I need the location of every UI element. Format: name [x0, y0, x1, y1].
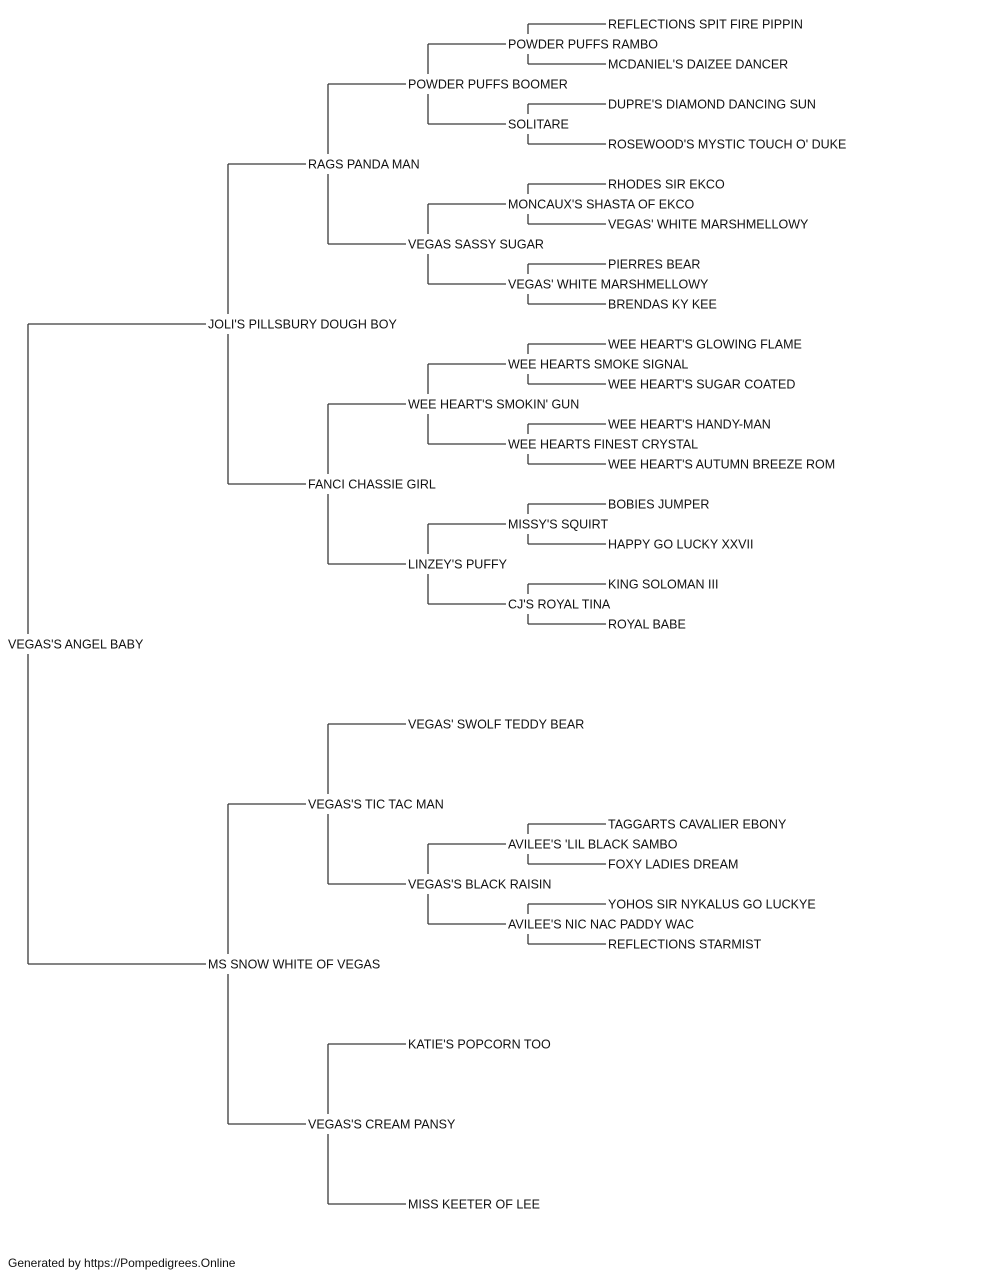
- dog-vegas-swolf-teddy-bear: VEGAS' SWOLF TEDDY BEAR: [408, 718, 584, 732]
- dog-dupre-s-diamond-dancing-sun: DUPRE'S DIAMOND DANCING SUN: [608, 98, 816, 112]
- dog-joli-s-pillsbury-dough-boy: JOLI'S PILLSBURY DOUGH BOY: [208, 318, 397, 332]
- dog-avilee-s-nic-nac-paddy-wac: AVILEE'S NIC NAC PADDY WAC: [508, 918, 694, 932]
- dog-vegas-white-marshmellowy: VEGAS' WHITE MARSHMELLOWY: [608, 218, 809, 232]
- dog-brendas-ky-kee: BRENDAS KY KEE: [608, 298, 717, 312]
- dog-vegas-white-marshmellowy: VEGAS' WHITE MARSHMELLOWY: [508, 278, 709, 292]
- dog-foxy-ladies-dream: FOXY LADIES DREAM: [608, 858, 738, 872]
- dog-wee-heart-s-autumn-breeze-rom: WEE HEART'S AUTUMN BREEZE ROM: [608, 458, 835, 472]
- dog-vegas-s-cream-pansy: VEGAS'S CREAM PANSY: [308, 1118, 456, 1132]
- dog-royal-babe: ROYAL BABE: [608, 618, 686, 632]
- dog-king-soloman-iii: KING SOLOMAN III: [608, 578, 718, 592]
- dog-reflections-starmist: REFLECTIONS STARMIST: [608, 938, 762, 952]
- dog-vegas-s-tic-tac-man: VEGAS'S TIC TAC MAN: [308, 798, 444, 812]
- dog-avilee-s-lil-black-sambo: AVILEE'S 'LIL BLACK SAMBO: [508, 838, 678, 852]
- dog-powder-puffs-boomer: POWDER PUFFS BOOMER: [408, 78, 568, 92]
- dog-rosewood-s-mystic-touch-o-duke: ROSEWOOD'S MYSTIC TOUCH O' DUKE: [608, 138, 846, 152]
- dog-linzey-s-puffy: LINZEY'S PUFFY: [408, 558, 508, 572]
- dog-wee-hearts-finest-crystal: WEE HEARTS FINEST CRYSTAL: [508, 438, 698, 452]
- dog-vegas-s-angel-baby: VEGAS'S ANGEL BABY: [8, 638, 144, 652]
- dog-wee-hearts-smoke-signal: WEE HEARTS SMOKE SIGNAL: [508, 358, 688, 372]
- dog-happy-go-lucky-xxvii: HAPPY GO LUCKY XXVII: [608, 538, 753, 552]
- dog-wee-heart-s-glowing-flame: WEE HEART'S GLOWING FLAME: [608, 338, 802, 352]
- dog-wee-heart-s-smokin-gun: WEE HEART'S SMOKIN' GUN: [408, 398, 579, 412]
- dog-ms-snow-white-of-vegas: MS SNOW WHITE OF VEGAS: [208, 958, 380, 972]
- dog-rags-panda-man: RAGS PANDA MAN: [308, 158, 420, 172]
- dog-miss-keeter-of-lee: MISS KEETER OF LEE: [408, 1198, 540, 1212]
- dog-fanci-chassie-girl: FANCI CHASSIE GIRL: [308, 478, 436, 492]
- generated-by-footer: Generated by https://Pompedigrees.Online: [8, 1256, 236, 1270]
- dog-bobies-jumper: BOBIES JUMPER: [608, 498, 709, 512]
- dog-mcdaniel-s-daizee-dancer: MCDANIEL'S DAIZEE DANCER: [608, 58, 788, 72]
- dog-yohos-sir-nykalus-go-luckye: YOHOS SIR NYKALUS GO LUCKYE: [608, 898, 816, 912]
- dog-taggarts-cavalier-ebony: TAGGARTS CAVALIER EBONY: [608, 818, 787, 832]
- dog-solitare: SOLITARE: [508, 118, 569, 132]
- dog-pierres-bear: PIERRES BEAR: [608, 258, 700, 272]
- dog-katie-s-popcorn-too: KATIE'S POPCORN TOO: [408, 1038, 551, 1052]
- dog-missy-s-squirt: MISSY'S SQUIRT: [508, 518, 608, 532]
- dog-reflections-spit-fire-pippin: REFLECTIONS SPIT FIRE PIPPIN: [608, 18, 803, 32]
- dog-vegas-sassy-sugar: VEGAS SASSY SUGAR: [408, 238, 544, 252]
- dog-wee-heart-s-sugar-coated: WEE HEART'S SUGAR COATED: [608, 378, 795, 392]
- dog-moncaux-s-shasta-of-ekco: MONCAUX'S SHASTA OF EKCO: [508, 198, 694, 212]
- dog-vegas-s-black-raisin: VEGAS'S BLACK RAISIN: [408, 878, 551, 892]
- dog-powder-puffs-rambo: POWDER PUFFS RAMBO: [508, 38, 658, 52]
- dog-wee-heart-s-handy-man: WEE HEART'S HANDY-MAN: [608, 418, 771, 432]
- dog-rhodes-sir-ekco: RHODES SIR EKCO: [608, 178, 725, 192]
- dog-cj-s-royal-tina: CJ'S ROYAL TINA: [508, 598, 611, 612]
